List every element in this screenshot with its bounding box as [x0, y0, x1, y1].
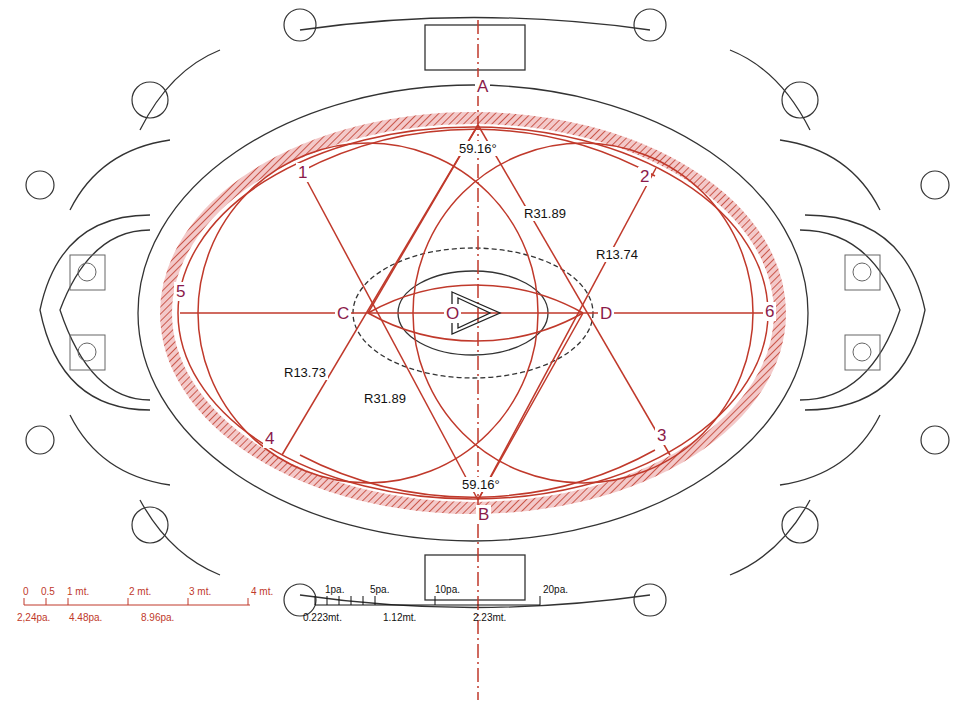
radius-label: R31.89: [522, 206, 568, 221]
point-letter: O: [444, 304, 461, 323]
scale-label: 5pa.: [370, 585, 389, 595]
point-letter: B: [476, 505, 491, 524]
point-letter: D: [598, 304, 614, 323]
callout-number: 2: [638, 167, 651, 186]
callout-number: 1: [296, 163, 309, 182]
building-outline: [40, 18, 925, 608]
construction-lines: [178, 20, 768, 700]
scale-label: 2 mt.: [129, 587, 151, 597]
apse-coffers: [70, 255, 880, 370]
scale-label: 4.48pa.: [69, 613, 102, 623]
metric-scale: [24, 598, 250, 605]
callout-number: 6: [763, 302, 776, 321]
scale-label: 4 mt.: [251, 587, 273, 597]
scale-label: 8.96pa.: [141, 613, 174, 623]
point-letter: C: [335, 304, 351, 323]
radius-label: R13.74: [594, 247, 640, 262]
scale-label: 1 mt.: [67, 587, 89, 597]
scale-label: 3 mt.: [189, 587, 211, 597]
point-letter: A: [475, 77, 490, 96]
angle-label: 59.16°: [460, 477, 502, 492]
radius-label: R31.89: [362, 391, 408, 406]
wall-niches: [26, 9, 949, 616]
scale-label: 0.5: [41, 587, 55, 597]
angle-label: 59.16°: [457, 141, 499, 156]
scale-label: 10pa.: [435, 585, 460, 595]
scale-label: 0: [23, 587, 29, 597]
scale-label: 1pa.: [325, 585, 344, 595]
radius-label: R13.73: [282, 365, 328, 380]
callout-number: 3: [655, 426, 668, 445]
palmi-scale: [315, 596, 540, 605]
scale-label: 0.223mt.: [303, 613, 342, 623]
callout-number: 4: [263, 429, 276, 448]
scale-label: 2,24pa.: [17, 613, 50, 623]
scale-label: 1.12mt.: [383, 613, 416, 623]
hatched-band: [166, 118, 780, 508]
scale-label: 20pa.: [543, 585, 568, 595]
callout-number: 5: [174, 282, 187, 301]
scale-label: 2.23mt.: [473, 613, 506, 623]
